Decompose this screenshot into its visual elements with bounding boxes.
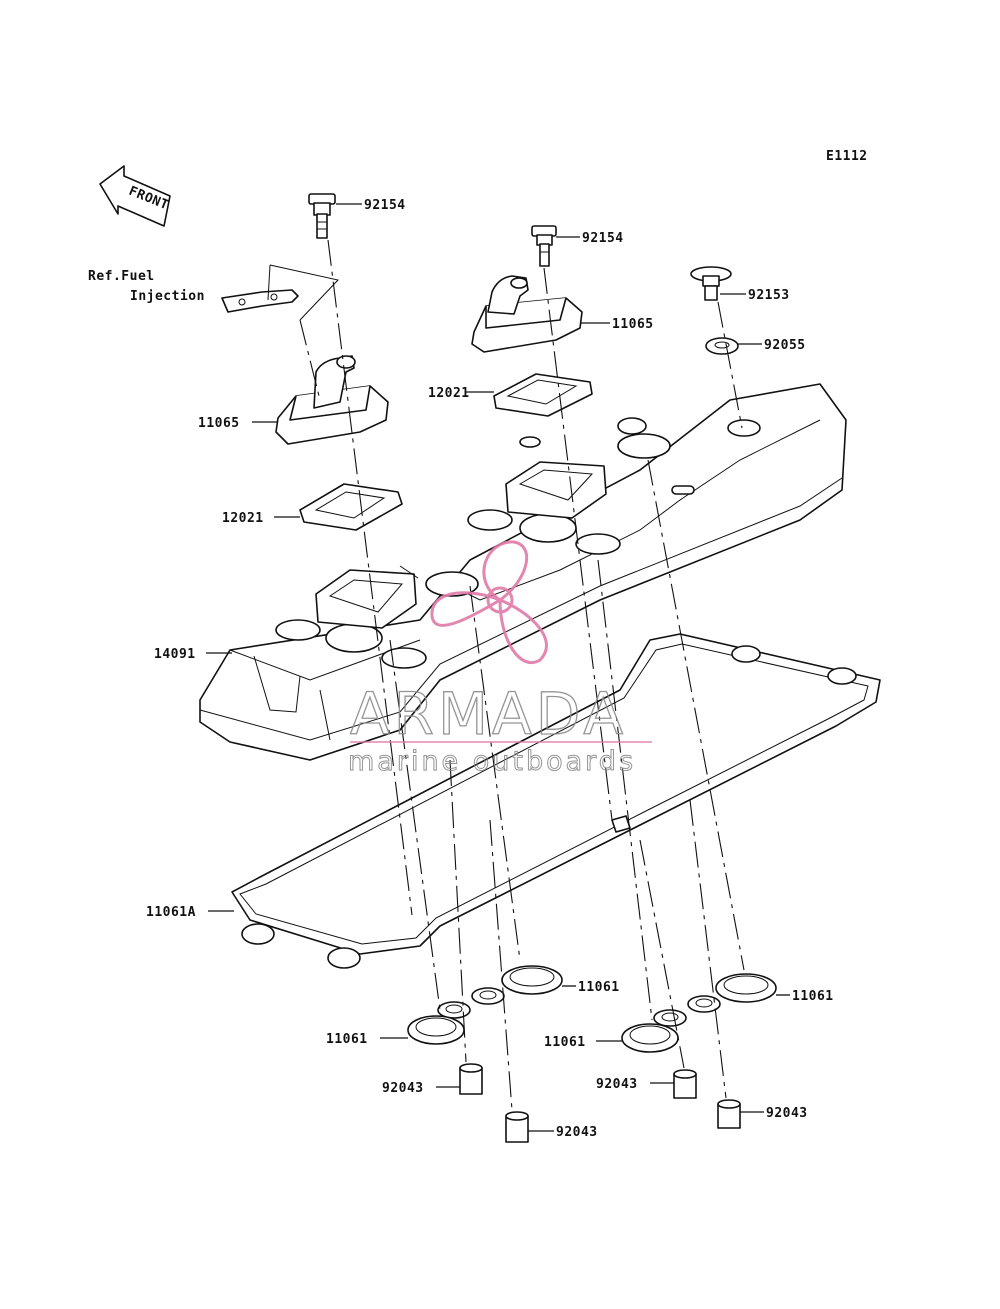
callout-seal-b: 11061 <box>326 1032 368 1047</box>
dowel-c <box>673 1069 697 1099</box>
head-cover-gasket <box>231 633 881 969</box>
callout-main-gasket: 11061A <box>146 905 196 920</box>
dowel-d <box>717 1099 741 1129</box>
callout-seal-c: 11061 <box>544 1035 586 1050</box>
propeller-logo-icon <box>430 540 548 664</box>
dowel-b <box>505 1111 529 1143</box>
gasket-left <box>299 483 403 531</box>
breather-cover-left <box>275 355 389 445</box>
callout-bolt-left: 92154 <box>364 198 406 213</box>
breather-cover-right <box>471 275 583 353</box>
reference-note-line2: Injection <box>130 289 205 304</box>
front-arrow-icon: FRONT <box>99 165 171 227</box>
callout-cap-bolt: 92153 <box>748 288 790 303</box>
figure-code: E1112 <box>826 149 868 164</box>
callout-dowel-d: 92043 <box>766 1106 808 1121</box>
callout-head-cover: 14091 <box>154 647 196 662</box>
callout-cover-left: 11065 <box>198 416 240 431</box>
callout-bolt-right: 92154 <box>582 231 624 246</box>
watermark-brand: ARMADA <box>350 680 627 748</box>
callout-seal-d: 11061 <box>792 989 834 1004</box>
reference-note-line1: Ref.Fuel <box>88 269 155 284</box>
plug-seal-group-right <box>621 973 777 1053</box>
callout-cover-right: 11065 <box>612 317 654 332</box>
plug-seal-group-left <box>407 965 563 1045</box>
dowel-a <box>459 1063 483 1095</box>
assembly-lines <box>299 239 745 1111</box>
callout-washer: 92055 <box>764 338 806 353</box>
watermark-tagline: marine outboards <box>348 746 636 777</box>
callout-dowel-a: 92043 <box>382 1081 424 1096</box>
callout-gasket-right: 12021 <box>428 386 470 401</box>
bolt-left <box>308 193 336 239</box>
gasket-right <box>493 373 593 417</box>
fuel-injection-bracket <box>221 289 299 313</box>
cap-bolt <box>690 266 732 301</box>
callout-gasket-left: 12021 <box>222 511 264 526</box>
callout-dowel-c: 92043 <box>596 1077 638 1092</box>
watermark: ARMADA marine outboards <box>348 540 652 778</box>
washer <box>705 337 739 355</box>
callout-dowel-b: 92043 <box>556 1125 598 1140</box>
callout-seal-a: 11061 <box>578 980 620 995</box>
bolt-right <box>531 225 557 267</box>
